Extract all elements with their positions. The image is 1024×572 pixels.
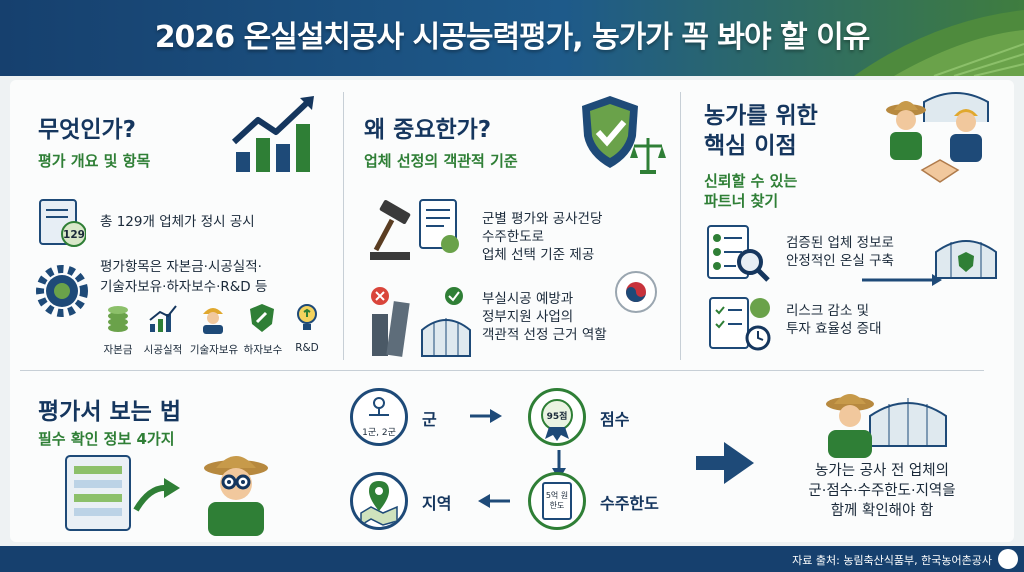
section-benefit-title-line2: 핵심 이점 <box>704 133 797 159</box>
document-icon <box>39 199 86 247</box>
label-rnd: R&D <box>295 342 319 354</box>
item-risk-line1: 리스크 감소 및 <box>786 303 870 319</box>
row-divider <box>20 370 984 371</box>
page-title: 2026 온실설치공사 시공능력평가, 농가가 꼭 봐야 할 이유 <box>154 20 871 55</box>
government-seal-icon <box>615 271 657 313</box>
conclusion-line3: 함께 확인해야 함 <box>830 503 934 519</box>
stable-greenhouse-arrow-icon <box>862 240 997 286</box>
section-howto-title: 평가서 보는 법 <box>38 399 181 425</box>
section-benefit-subtitle-line2: 파트너 찾기 <box>704 192 779 210</box>
step-region-circle <box>350 472 408 530</box>
item-group-line1: 군별 평가와 공사건당 <box>482 211 603 227</box>
step-limit-icon-text: 5억 원 한도 <box>545 491 569 510</box>
verified-list-magnifier-icon <box>707 225 770 282</box>
engineer-icon <box>203 308 223 334</box>
map-pin-icon <box>360 481 398 527</box>
step-group-label: 군 <box>422 410 437 429</box>
item-verified-line2: 안정적인 온실 구축 <box>786 253 894 269</box>
item-evaluation-line1: 평가항목은 자본금·시공실적· <box>100 259 262 275</box>
shield-scale-icon <box>582 96 666 174</box>
step-score-label: 점수 <box>600 410 630 429</box>
section-why-subtitle: 업체 선정의 객관적 기준 <box>364 152 518 170</box>
ministry-logo-icon <box>998 549 1018 569</box>
footer-bar: 자료 출처: 농림축산식품부, 한국농어촌공사 <box>0 546 1024 572</box>
label-engineers: 기술자보유 <box>189 344 239 356</box>
coin-stack-icon <box>108 306 128 332</box>
big-arrow-right-icon <box>696 442 754 484</box>
buildings-greenhouse-icon <box>371 287 471 357</box>
wrench-shield-icon <box>250 304 274 332</box>
column-divider <box>680 92 681 360</box>
document-badge-number: 129 <box>63 229 85 241</box>
score-badge-icon <box>541 399 573 441</box>
step-region-label: 지역 <box>422 494 452 513</box>
content-panel <box>10 80 1014 542</box>
step-score-icon-text: 95점 <box>546 412 568 422</box>
gear-money-icon <box>36 265 88 317</box>
step-limit-label: 수주한도 <box>600 494 659 513</box>
gavel-document-icon <box>370 199 459 260</box>
section-what-subtitle: 평가 개요 및 항목 <box>38 152 151 170</box>
section-benefit-title-line1: 농가를 위한 <box>704 103 818 129</box>
growth-chart-icon <box>149 305 177 332</box>
source-credit: 자료 출처: 농림축산식품부, 한국농어촌공사 <box>792 554 992 567</box>
step-score-circle: 95점 <box>528 388 586 446</box>
lightbulb-icon <box>297 304 317 330</box>
field-hill-illustration <box>854 10 1024 76</box>
arrow-right-icon <box>470 409 502 423</box>
item-group-line3: 업체 선택 기준 제공 <box>482 247 595 263</box>
section-benefit-subtitle-line1: 신뢰할 수 있는 <box>704 172 798 190</box>
item-prevention-line3: 객관적 선정 근거 역할 <box>482 327 607 343</box>
step-limit-circle: 5억 원 한도 <box>528 472 586 530</box>
farmer-greenhouse-icon <box>826 394 947 458</box>
column-divider <box>343 92 344 360</box>
label-performance: 시공실적 <box>143 344 183 356</box>
item-group-line2: 수주한도로 <box>482 229 545 245</box>
conclusion-line1: 농가는 공사 전 업체의 <box>815 463 949 479</box>
item-prevention-line1: 부실시공 예방과 <box>482 291 574 307</box>
conclusion-line2: 군·점수·수주한도·지역을 <box>808 483 956 499</box>
checklist-money-clock-icon <box>709 297 771 351</box>
farmer-contractor-handshake-icon <box>886 92 989 183</box>
section-howto-subtitle: 필수 확인 정보 4가지 <box>38 430 175 448</box>
section-what-title: 무엇인가? <box>38 117 136 143</box>
label-capital: 자본금 <box>103 344 133 356</box>
step-group-icon-text: 1군, 2군 <box>362 428 396 438</box>
limit-document-icon <box>542 482 572 520</box>
item-verified-line1: 검증된 업체 정보로 <box>786 235 894 251</box>
arrow-left-icon <box>478 494 510 508</box>
item-risk-line2: 투자 효율성 증대 <box>786 321 882 337</box>
item-company-count: 총 129개 업체가 정시 공시 <box>100 214 255 230</box>
item-evaluation-line2: 기술자보유·하자보수·R&D 등 <box>100 279 268 295</box>
header-banner: 2026 온실설치공사 시공능력평가, 농가가 꼭 봐야 할 이유 <box>0 0 1024 76</box>
item-prevention-line2: 정부지원 사업의 <box>482 309 574 325</box>
label-defect-repair: 하자보수 <box>243 344 283 356</box>
step-group-circle: 1군, 2군 <box>350 388 408 446</box>
rising-bar-chart-icon <box>231 96 314 172</box>
section-why-title: 왜 중요한가? <box>364 117 492 143</box>
farmer-reading-report-icon <box>65 455 268 536</box>
org-chart-icon <box>369 397 389 416</box>
